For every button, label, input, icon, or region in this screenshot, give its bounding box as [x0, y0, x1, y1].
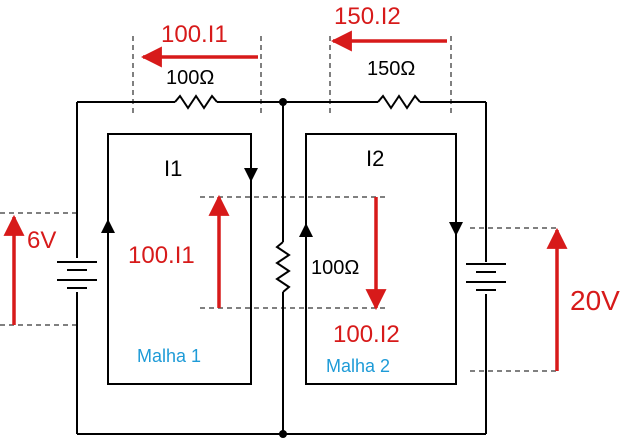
label-6v: 6V: [27, 227, 56, 254]
label-100i1-top: 100.I1: [161, 21, 228, 48]
battery-left: [57, 261, 97, 289]
mesh-right-loop: [305, 133, 457, 385]
loop-arrows: [101, 168, 463, 237]
junction-top: [279, 98, 287, 106]
red-arrows: [3, 30, 568, 371]
dashed-guides: [0, 36, 558, 372]
label-malha-1: Malha 1: [137, 346, 201, 366]
label-loop-i1: I1: [164, 156, 182, 181]
label-150i2-top: 150.I2: [334, 3, 401, 30]
label-resistor-middle: 100Ω: [311, 257, 359, 279]
label-malha-2: Malha 2: [326, 356, 390, 376]
resistor-top-right: [377, 94, 421, 110]
mesh-loops: [107, 133, 457, 385]
label-resistor-top-left: 100Ω: [166, 67, 214, 89]
resistor-middle: [275, 241, 291, 293]
label-loop-i2: I2: [366, 146, 384, 171]
label-resistor-top-right: 150Ω: [367, 58, 415, 80]
label-100i1-middle: 100.I1: [128, 242, 195, 269]
label-20v: 20V: [570, 285, 620, 316]
junction-bottom: [279, 430, 287, 438]
circuit-wires: [76, 94, 487, 435]
label-100i2-middle: 100.I2: [333, 321, 400, 348]
mesh-left-loop: [107, 133, 252, 385]
battery-right: [466, 263, 506, 291]
resistor-top-left: [174, 94, 218, 110]
